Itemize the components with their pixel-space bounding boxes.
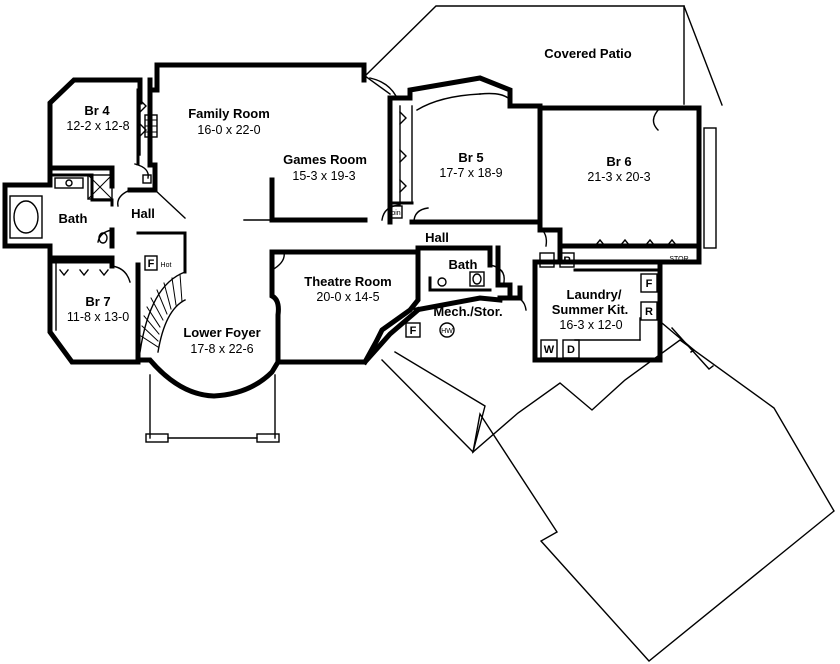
washer-label: W xyxy=(544,344,555,356)
spiral-stair xyxy=(139,271,186,353)
exterior-walls xyxy=(2,62,702,399)
fridge-label-3: F xyxy=(646,278,653,290)
laundry-label-line1: Laundry/ xyxy=(567,287,622,302)
water-heater xyxy=(439,322,455,338)
covered-patio-label: Covered Patio xyxy=(544,46,631,61)
center-bath-fixtures xyxy=(437,271,485,287)
bin-label: bin xyxy=(391,210,400,217)
hall-center-label: Hall xyxy=(425,230,449,245)
theatre-room-dims: 20-0 x 14-5 xyxy=(316,290,379,304)
lower-foyer-dims: 17-8 x 22-6 xyxy=(190,342,253,356)
garage-outline xyxy=(381,322,835,662)
br7-label: Br 7 xyxy=(85,294,110,309)
br6-dims: 21-3 x 20-3 xyxy=(587,170,650,184)
lower-foyer-label: Lower Foyer xyxy=(183,325,260,340)
laundry-dims: 16-3 x 12-0 xyxy=(559,318,622,332)
fridge-label-2: F xyxy=(410,325,417,337)
vanity-west xyxy=(54,177,108,244)
exterior-trims xyxy=(55,127,717,443)
stor-label: STOR xyxy=(669,256,688,263)
br7-dims: 11-8 x 13-0 xyxy=(67,310,129,324)
pantry-label: P xyxy=(563,255,570,267)
mech-stor-label: Mech./Stor. xyxy=(433,304,502,319)
hot-water-label: HW xyxy=(441,328,453,335)
fridge-label-1: F xyxy=(148,258,155,270)
closet-doors xyxy=(59,99,678,277)
games-room-dims: 15-3 x 19-3 xyxy=(292,169,355,183)
br4-dims: 12-2 x 12-8 xyxy=(66,119,129,133)
br4-label: Br 4 xyxy=(84,103,110,118)
fixture-boxes xyxy=(144,205,658,359)
fireplace xyxy=(142,114,158,184)
br5-label: Br 5 xyxy=(458,150,483,165)
laundry-label-line2: Summer Kit. xyxy=(552,302,629,317)
br6-label: Br 6 xyxy=(606,154,631,169)
br5-dims: 17-7 x 18-9 xyxy=(439,166,502,180)
interior-walls xyxy=(47,77,702,366)
bath-center-label: Bath xyxy=(449,257,478,272)
door-swings xyxy=(97,92,661,311)
bathtub xyxy=(9,195,43,239)
range-label: R xyxy=(645,306,653,318)
games-room-label: Games Room xyxy=(283,152,367,167)
family-room-label: Family Room xyxy=(188,106,270,121)
covered-patio-outline xyxy=(364,5,723,106)
shower xyxy=(87,174,113,200)
dryer-label: D xyxy=(567,344,575,356)
hall-west-label: Hall xyxy=(131,206,155,221)
bath-west-label: Bath xyxy=(59,211,88,226)
theatre-room-label: Theatre Room xyxy=(304,274,391,289)
hot-label: Hot xyxy=(161,262,172,269)
family-room-dims: 16-0 x 22-0 xyxy=(197,123,260,137)
